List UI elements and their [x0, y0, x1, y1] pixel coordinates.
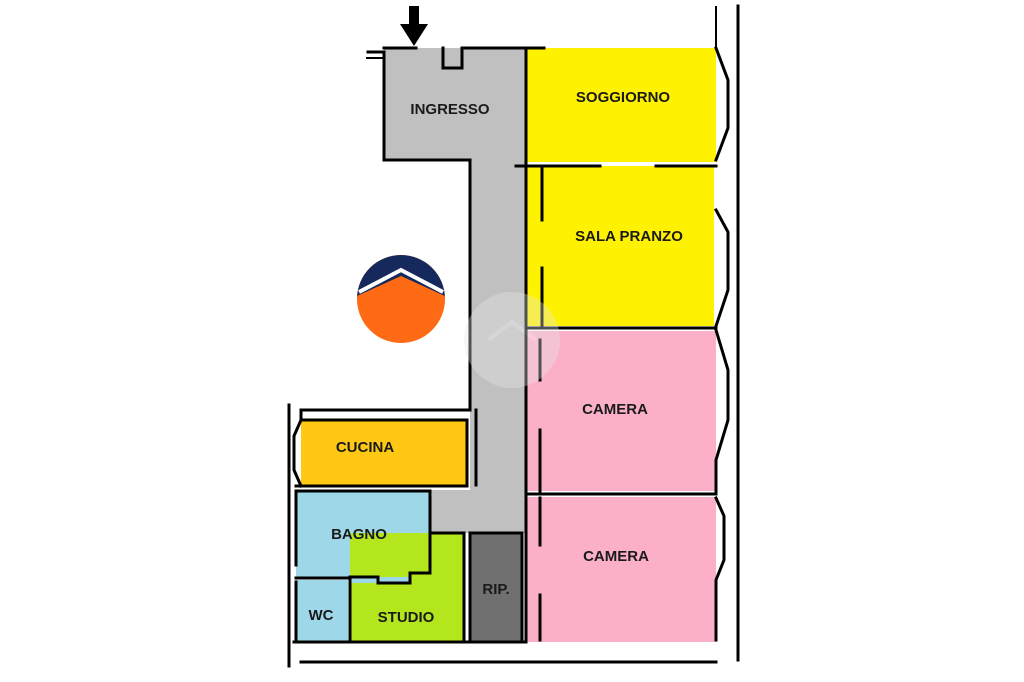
- room-label-soggiorno: SOGGIORNO: [576, 89, 671, 106]
- room-bagno-extension: [350, 577, 410, 583]
- room-ripostiglio: [470, 533, 522, 642]
- walls: [287, 4, 740, 668]
- room-label-studio: STUDIO: [378, 609, 435, 626]
- room-camera-1: [526, 331, 716, 491]
- room-soggiorno: [526, 48, 716, 162]
- watermark: [464, 292, 560, 388]
- agency-logo: [357, 255, 445, 343]
- room-label-ripostiglio: RIP.: [482, 581, 509, 598]
- room-label-bagno: BAGNO: [331, 526, 387, 543]
- room-wc: [296, 580, 348, 642]
- room-label-wc: WC: [309, 607, 334, 624]
- room-camera-2: [526, 497, 716, 642]
- room-corridor-lower: [430, 490, 526, 533]
- room-label-camera-2: CAMERA: [583, 548, 649, 565]
- room-cucina: [301, 420, 467, 486]
- room-sala-pranzo: [526, 166, 714, 326]
- room-label-cucina: CUCINA: [336, 439, 394, 456]
- room-label-ingresso: INGRESSO: [410, 101, 490, 118]
- room-studio: [350, 533, 464, 642]
- down-arrow-icon: [400, 6, 428, 46]
- room-label-camera-1: CAMERA: [582, 401, 648, 418]
- room-label-sala-pranzo: SALA PRANZO: [575, 228, 683, 245]
